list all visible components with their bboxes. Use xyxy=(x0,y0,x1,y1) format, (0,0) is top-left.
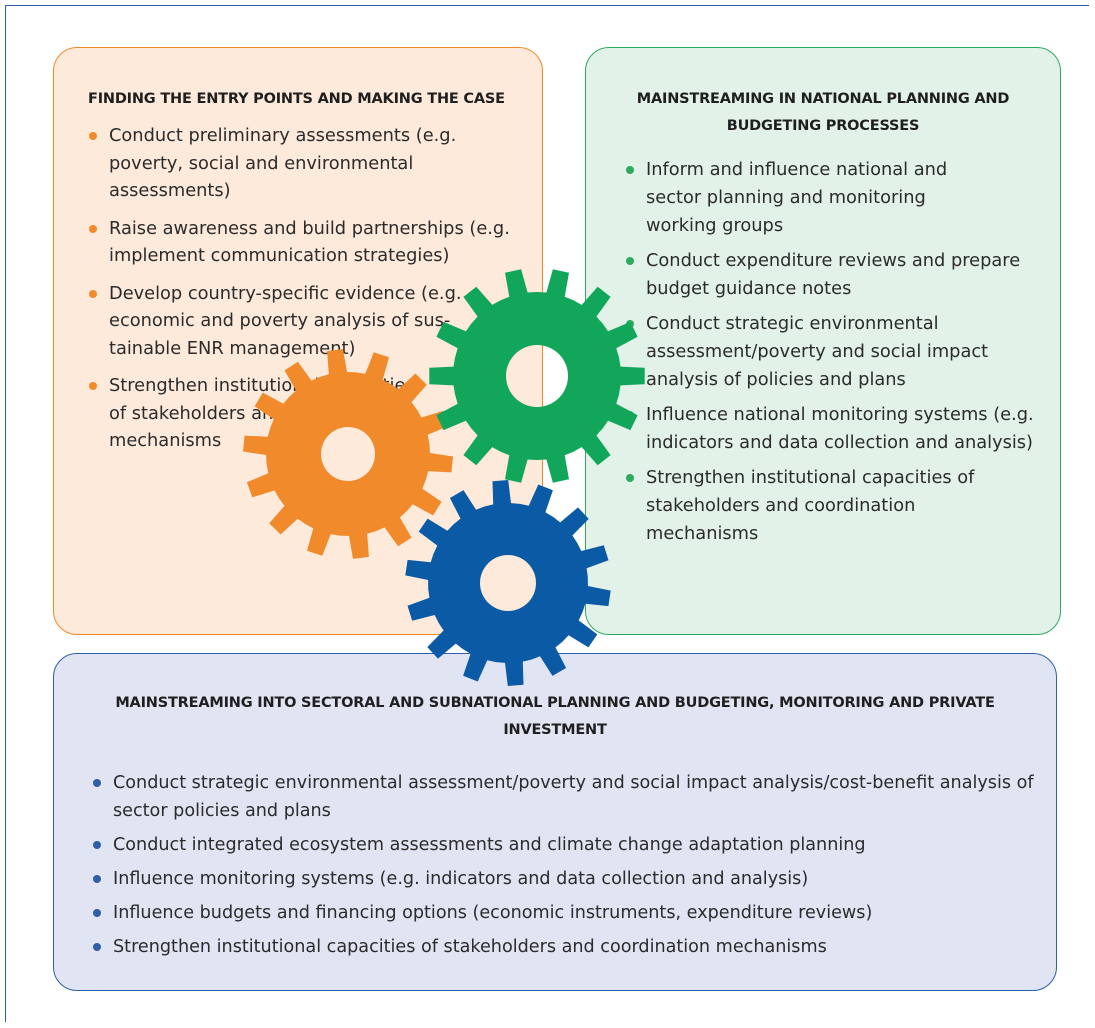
national-planning-list: Inform and influence national and sector… xyxy=(625,156,1043,555)
national-planning-title: MAINSTREAMING IN NATIONAL PLANNING AND B… xyxy=(636,91,1010,134)
bullet-icon xyxy=(89,382,97,390)
list-item: Conduct strategic environmental assessme… xyxy=(625,310,1043,394)
figure-frame xyxy=(5,5,1089,1022)
list-item: Raise awareness and build partnerships (… xyxy=(88,215,528,270)
bullet-icon xyxy=(626,474,634,482)
list-item: Conduct expenditure reviews and prepare … xyxy=(625,247,1043,303)
bullet-icon xyxy=(93,943,101,951)
list-item: Strengthen institutional capacities of s… xyxy=(92,933,1042,961)
list-item: Influence budgets and financing options … xyxy=(92,899,1042,927)
bullet-icon xyxy=(626,320,634,328)
list-item: Strengthen institutional capacities of s… xyxy=(88,372,419,455)
bullet-icon xyxy=(93,909,101,917)
list-item: Strengthen institutional capacities of s… xyxy=(625,464,986,548)
list-item: Inform and influence national and sector… xyxy=(625,156,991,240)
sectoral-planning-title: MAINSTREAMING INTO SECTORAL AND SUBNATIO… xyxy=(115,695,995,738)
bullet-icon xyxy=(626,411,634,419)
national-planning-box xyxy=(585,47,1061,635)
list-item: Conduct strategic environmental assessme… xyxy=(92,769,1042,825)
entry-points-title: FINDING THE ENTRY POINTS AND MAKING THE … xyxy=(88,91,505,107)
bullet-icon xyxy=(93,875,101,883)
sectoral-planning-list: Conduct strategic environmental assessme… xyxy=(92,769,1042,967)
bullet-icon xyxy=(89,289,97,298)
bullet-icon xyxy=(93,841,101,849)
bullet-icon xyxy=(626,257,634,265)
bullet-icon xyxy=(626,166,634,174)
bullet-icon xyxy=(89,132,97,140)
list-item: Conduct preliminary assessments (e.g. po… xyxy=(88,122,528,205)
bullet-icon xyxy=(93,779,101,787)
list-item: Develop country-specific evidence (e.g. … xyxy=(88,280,464,363)
list-item: Influence monitoring systems (e.g. indic… xyxy=(92,865,1042,893)
list-item: Influence national monitoring systems (e… xyxy=(625,401,1043,457)
entry-points-list: Conduct preliminary assessments (e.g. po… xyxy=(88,122,528,465)
list-item: Conduct integrated ecosystem assessments… xyxy=(92,831,1042,859)
bullet-icon xyxy=(89,224,97,233)
